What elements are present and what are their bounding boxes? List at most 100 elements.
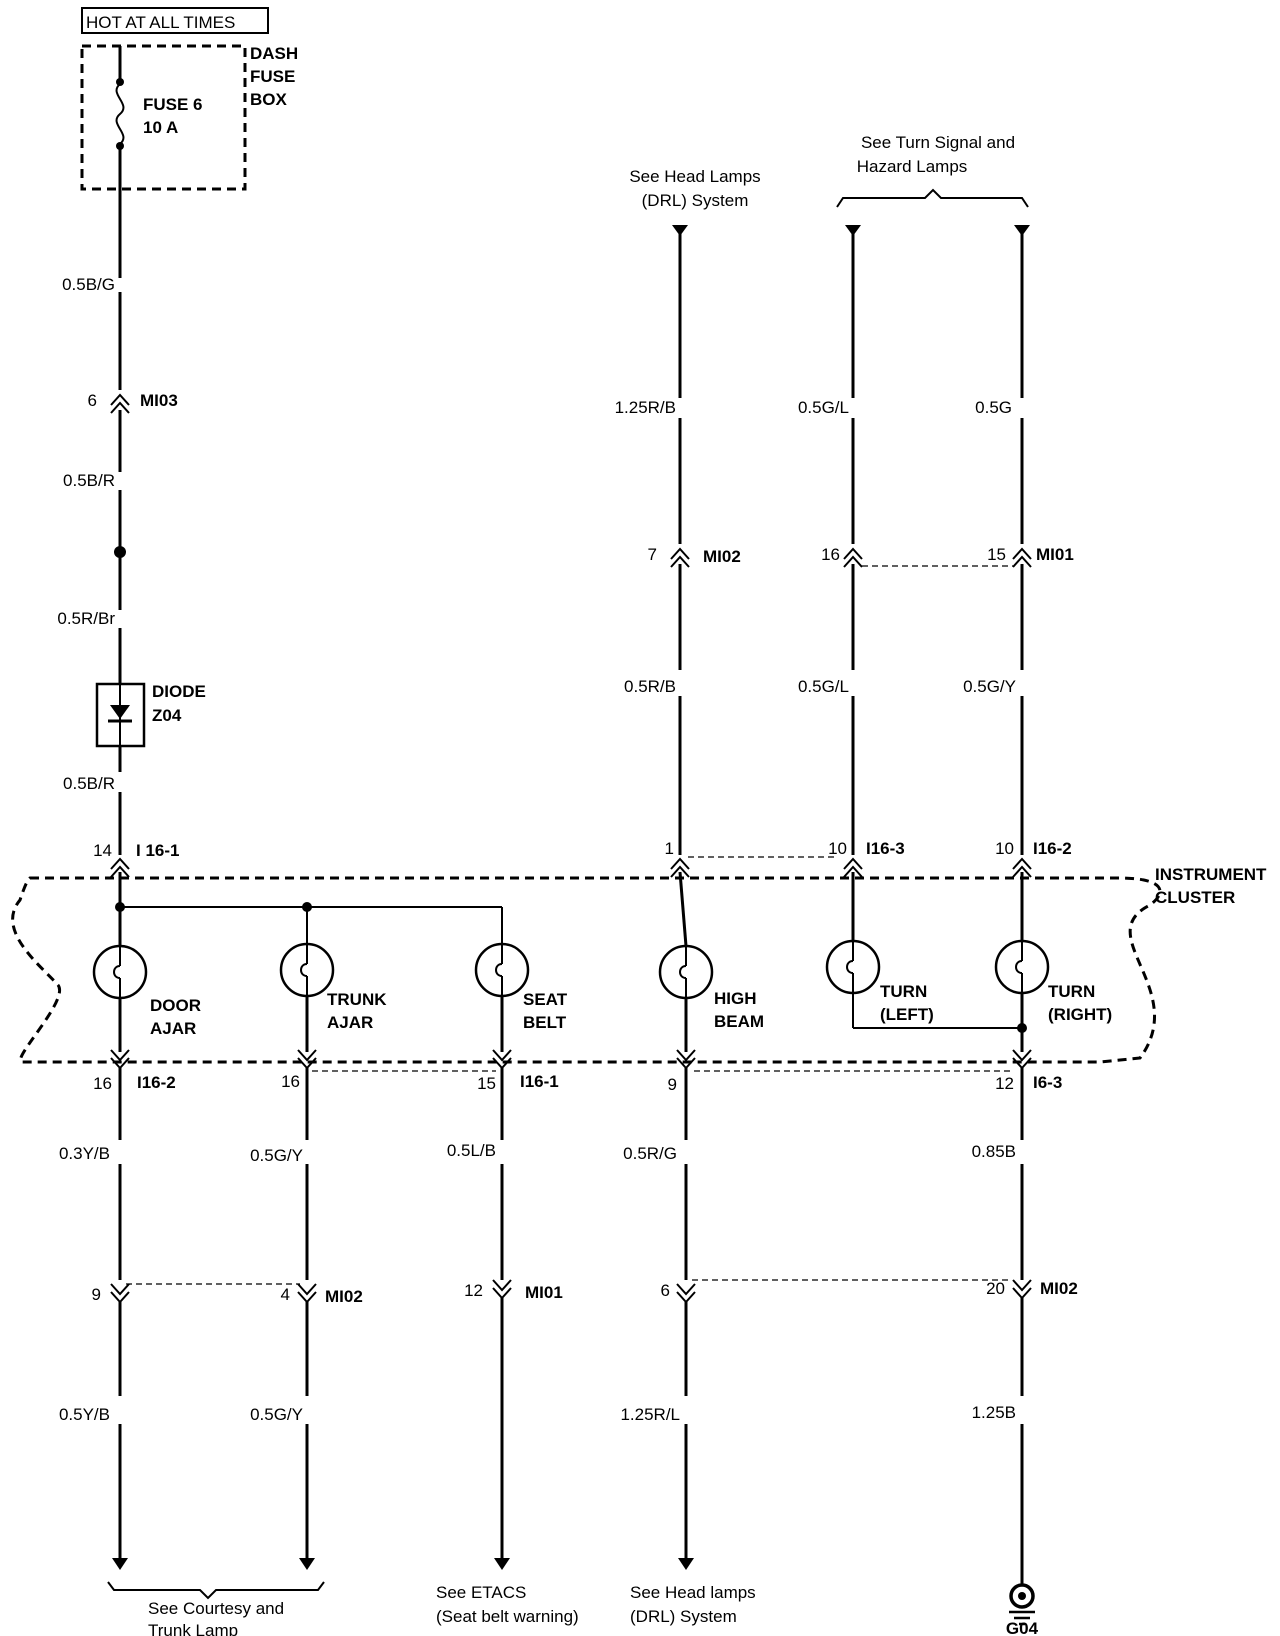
ref-label: See Courtesy and xyxy=(148,1599,284,1618)
lamp-label: SEAT xyxy=(523,990,568,1009)
connector-label: I16-3 xyxy=(866,839,905,858)
wire-label: 0.5G/Y xyxy=(250,1146,303,1165)
wire-label: 0.5G/Y xyxy=(963,677,1016,696)
ref-label: (Seat belt warning) xyxy=(436,1607,579,1626)
hot-at-all-times-label: HOT AT ALL TIMES xyxy=(86,13,235,32)
pin-number: 7 xyxy=(648,545,657,564)
connector-mi01-bottom xyxy=(492,1279,512,1299)
pin-number: 15 xyxy=(477,1074,496,1093)
lamp-label: TURN xyxy=(880,982,927,1001)
wire-label: 0.5R/G xyxy=(623,1144,677,1163)
fuse-label-1: FUSE 6 xyxy=(143,95,203,114)
connector-label: I6-3 xyxy=(1033,1073,1062,1092)
pin-number: 16 xyxy=(93,1074,112,1093)
wire-label: 0.5G/Y xyxy=(250,1405,303,1424)
wire-label: 0.85B xyxy=(972,1142,1016,1161)
connector-label: I 16-1 xyxy=(136,841,179,860)
connector-trunk-bottom xyxy=(297,1049,317,1069)
ref-label: (DRL) System xyxy=(642,191,749,210)
lamp-label: (LEFT) xyxy=(880,1005,934,1024)
lamp-label: HIGH xyxy=(714,989,757,1008)
wire-label: 1.25R/B xyxy=(615,398,676,417)
ref-label: (DRL) System xyxy=(630,1607,737,1626)
connector-mi02-bottom xyxy=(297,1283,317,1303)
lamp-label: (RIGHT) xyxy=(1048,1005,1112,1024)
ground-label: G04 xyxy=(1006,1619,1039,1636)
connector-label: I16-2 xyxy=(137,1073,176,1092)
connector-label: I16-1 xyxy=(520,1072,559,1091)
lamp-label: BEAM xyxy=(714,1012,764,1031)
lamp-label: TURN xyxy=(1048,982,1095,1001)
pin-number: 20 xyxy=(986,1279,1005,1298)
ref-label: Trunk Lamp xyxy=(148,1621,238,1636)
wire-label: 0.5R/B xyxy=(624,677,676,696)
seat-belt-lamp-icon xyxy=(474,942,530,998)
instrument-cluster-boundary xyxy=(11,876,1162,1064)
trunk-ajar-lamp-icon xyxy=(279,942,335,998)
arrow-icon xyxy=(299,1558,315,1570)
pin-number: 12 xyxy=(995,1074,1014,1093)
connector-mi02-hb xyxy=(676,1283,696,1303)
pin-number: 4 xyxy=(281,1285,290,1304)
pin-number: 1 xyxy=(665,839,674,858)
pin-number: 16 xyxy=(281,1072,300,1091)
connector-mi02-door xyxy=(110,1283,130,1303)
ref-label: Hazard Lamps xyxy=(857,157,968,176)
connector-label: MI02 xyxy=(703,547,741,566)
lamp-label: TRUNK xyxy=(327,990,387,1009)
pin-number: 6 xyxy=(88,391,97,410)
high-beam-lamp-icon xyxy=(658,944,714,1000)
hot-label-box xyxy=(81,7,269,34)
connector-label: I16-2 xyxy=(1033,839,1072,858)
brace xyxy=(836,188,1029,208)
wire-label: 0.5Y/B xyxy=(59,1405,110,1424)
pin-number: 15 xyxy=(987,545,1006,564)
wire-label: 0.5G/L xyxy=(798,398,849,417)
arrow-icon xyxy=(494,1558,510,1570)
wire-label: 1.25B xyxy=(972,1403,1016,1422)
ref-label: See Head lamps xyxy=(630,1583,756,1602)
wire-label: 0.5L/B xyxy=(447,1141,496,1160)
wire-label: 0.5G xyxy=(975,398,1012,417)
lamp-label: AJAR xyxy=(327,1013,373,1032)
wire-label: 0.5G/L xyxy=(798,677,849,696)
cluster-label-2: CLUSTER xyxy=(1155,888,1235,907)
wire-label: 1.25R/L xyxy=(620,1405,680,1424)
wire-label: 0.3Y/B xyxy=(59,1144,110,1163)
fusebox-label-3: BOX xyxy=(250,90,288,109)
connector-label: MI02 xyxy=(1040,1279,1078,1298)
ref-label: See Head Lamps xyxy=(629,167,760,186)
pin-number: 16 xyxy=(821,545,840,564)
pin-number: 10 xyxy=(828,839,847,858)
cluster-label-1: INSTRUMENT xyxy=(1155,865,1267,884)
connector-label: MI01 xyxy=(1036,545,1074,564)
pin-number: 14 xyxy=(93,841,112,860)
pin-number: 6 xyxy=(661,1281,670,1300)
connector-i6-3-bottom xyxy=(1012,1049,1032,1069)
connector-label: MI02 xyxy=(325,1287,363,1306)
wire-label: 0.5R/Br xyxy=(57,609,115,628)
dash-fuse-box xyxy=(80,44,247,191)
arrow-icon xyxy=(112,1558,128,1570)
fuse-symbol xyxy=(115,83,125,145)
door-ajar-lamp-icon xyxy=(92,944,148,1000)
ref-label: See Turn Signal and xyxy=(861,133,1015,152)
connector-label: MI03 xyxy=(140,391,178,410)
turn-right-lamp-icon xyxy=(994,939,1050,995)
fuse-label-2: 10 A xyxy=(143,118,178,137)
pin-number: 9 xyxy=(92,1285,101,1304)
lamp-label: DOOR xyxy=(150,996,201,1015)
ref-label: See ETACS xyxy=(436,1583,526,1602)
wire-label: 0.5B/R xyxy=(63,471,115,490)
pin-number: 12 xyxy=(464,1281,483,1300)
arrow-icon xyxy=(678,1558,694,1570)
connector-mi02-bottom-right xyxy=(1012,1279,1032,1299)
connector-label: MI01 xyxy=(525,1283,563,1302)
wire-label: 0.5B/R xyxy=(63,774,115,793)
wire-label: 0.5B/G xyxy=(62,275,115,294)
lamp-label: BELT xyxy=(523,1013,567,1032)
connector-hb-bottom xyxy=(676,1049,696,1069)
lamp-label: AJAR xyxy=(150,1019,196,1038)
connector-i16-1-bottom xyxy=(492,1049,512,1069)
